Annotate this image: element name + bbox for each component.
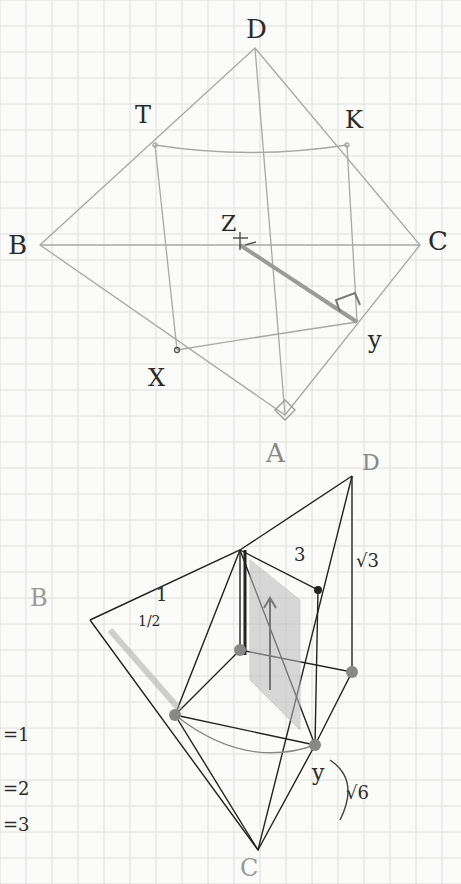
point-label: =1 bbox=[3, 726, 30, 744]
point-label: √6 bbox=[346, 784, 369, 802]
point-label: =3 bbox=[3, 816, 30, 834]
top-figure bbox=[40, 48, 420, 420]
point-label: C bbox=[428, 228, 448, 254]
point-label: T bbox=[135, 103, 151, 127]
point-label: y bbox=[368, 328, 382, 352]
point-mark bbox=[233, 232, 256, 250]
point-label: 1 bbox=[156, 586, 167, 604]
point-label: A bbox=[266, 440, 285, 466]
bottom-figure bbox=[90, 476, 352, 850]
point-label: X bbox=[148, 366, 165, 390]
point-label: y bbox=[312, 762, 324, 784]
point-label: C bbox=[240, 856, 258, 880]
right-angle-mark bbox=[336, 293, 360, 312]
shaded-plane bbox=[110, 560, 300, 730]
point-label: 1/2 bbox=[138, 614, 161, 628]
point-label: 3 bbox=[294, 546, 305, 564]
point-label: Z bbox=[221, 213, 236, 235]
point-label: D bbox=[362, 452, 380, 474]
point-label: =2 bbox=[3, 780, 30, 798]
point-label: D bbox=[246, 16, 267, 42]
point-dots bbox=[169, 586, 358, 751]
point-label: √3 bbox=[356, 552, 379, 570]
point-label: K bbox=[345, 108, 363, 132]
point-label: B bbox=[30, 586, 48, 610]
point-label: B bbox=[8, 232, 27, 258]
